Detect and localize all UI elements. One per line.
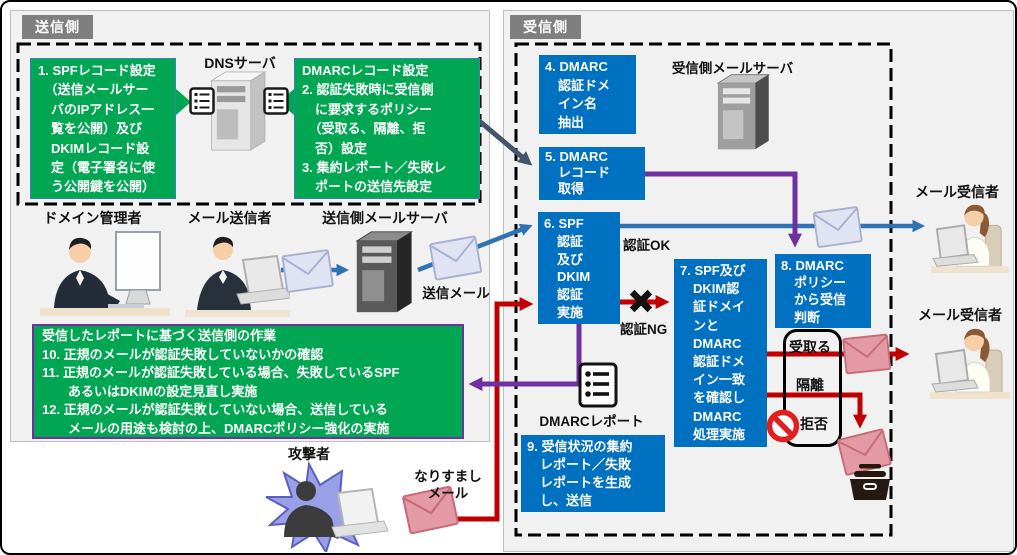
policy-reject-label: 拒否 bbox=[800, 416, 828, 432]
mail-receiver1-label: メール受信者 bbox=[915, 184, 999, 200]
policy-quarantine-label: 隔離 bbox=[796, 377, 824, 393]
dmarc-report-label: DMARCレポート bbox=[539, 414, 644, 429]
auth-ok-label: 認証OK bbox=[623, 238, 671, 253]
domain-admin-person bbox=[40, 228, 170, 325]
receiver-panel-tab: 受信側 bbox=[510, 15, 581, 39]
quarantine-box-icon bbox=[847, 464, 893, 505]
spf-record-icon bbox=[189, 87, 215, 120]
receiver-mail-server-icon bbox=[714, 73, 776, 156]
step5-box: 5. DMARC レコード 取得 bbox=[539, 147, 645, 200]
auth-fail-x-icon bbox=[627, 287, 655, 320]
step4-box: 4. DMARC 認証ドメ イン名 抽出 bbox=[539, 55, 636, 134]
mail-receiver2-label: メール受信者 bbox=[918, 307, 1002, 323]
attacker-person bbox=[254, 457, 394, 553]
receiver-mail-server-label: 受信側メールサーバ bbox=[671, 61, 794, 76]
sender-panel-tab: 送信側 bbox=[22, 15, 93, 39]
mail-receiver1-person bbox=[930, 200, 1010, 281]
reject-prohibition-icon bbox=[765, 408, 801, 449]
step9-box: 9. 受信状況の集約 レポート／失敗 レポートを生成 し、送信 bbox=[521, 435, 665, 512]
attacker-label: 攻撃者 bbox=[288, 446, 330, 462]
domain-admin-label: ドメイン管理者 bbox=[43, 210, 142, 226]
dmarc-setup-box: DMARCレコード設定 2. 認証失敗時に受信側 に要求するポリシー （受取る、… bbox=[294, 58, 480, 199]
step6-box: 6. SPF 認証 及び DKIM 認証 実施 bbox=[538, 212, 620, 324]
report-tasks-box: 受信したレポートに基づく送信側の作業 10. 正規のメールが認証失敗していないか… bbox=[32, 324, 464, 439]
dmarc-report-icon bbox=[578, 362, 618, 413]
auth-ng-label: 認証NG bbox=[620, 322, 668, 337]
spoofed-mail-label: なりすまし メール bbox=[414, 469, 482, 501]
mail-sender-person bbox=[185, 232, 292, 325]
outgoing-envelope-2 bbox=[428, 234, 483, 287]
authok-envelope bbox=[812, 205, 864, 254]
dmarc-record-icon bbox=[263, 87, 289, 120]
accepted-envelope bbox=[842, 333, 892, 381]
dns-server-label: DNSサーバ bbox=[204, 55, 276, 71]
mail-sender-label: メール送信者 bbox=[187, 210, 272, 226]
mail-receiver2-person bbox=[930, 324, 1010, 407]
sender-mail-server-label: 送信側メールサーバ bbox=[322, 210, 448, 226]
sender-mail-server-icon bbox=[352, 230, 420, 319]
step8-box: 8. DMARC ポリシー から受信 判断 bbox=[775, 254, 871, 328]
step7-box: 7. SPF及び DKIM認 証ドメイ ンと DMARC 認証ドメ イン一致 を… bbox=[674, 259, 767, 447]
policy-accept-label: 受取る bbox=[789, 339, 831, 355]
outgoing-envelope-1 bbox=[281, 249, 335, 298]
spf-dkim-setup-box: 1. SPFレコード設定 （送信メールサー バのIPアドレス一 覧を公開）及び … bbox=[30, 58, 176, 199]
outgoing-mail-label: 送信メール bbox=[422, 286, 490, 301]
